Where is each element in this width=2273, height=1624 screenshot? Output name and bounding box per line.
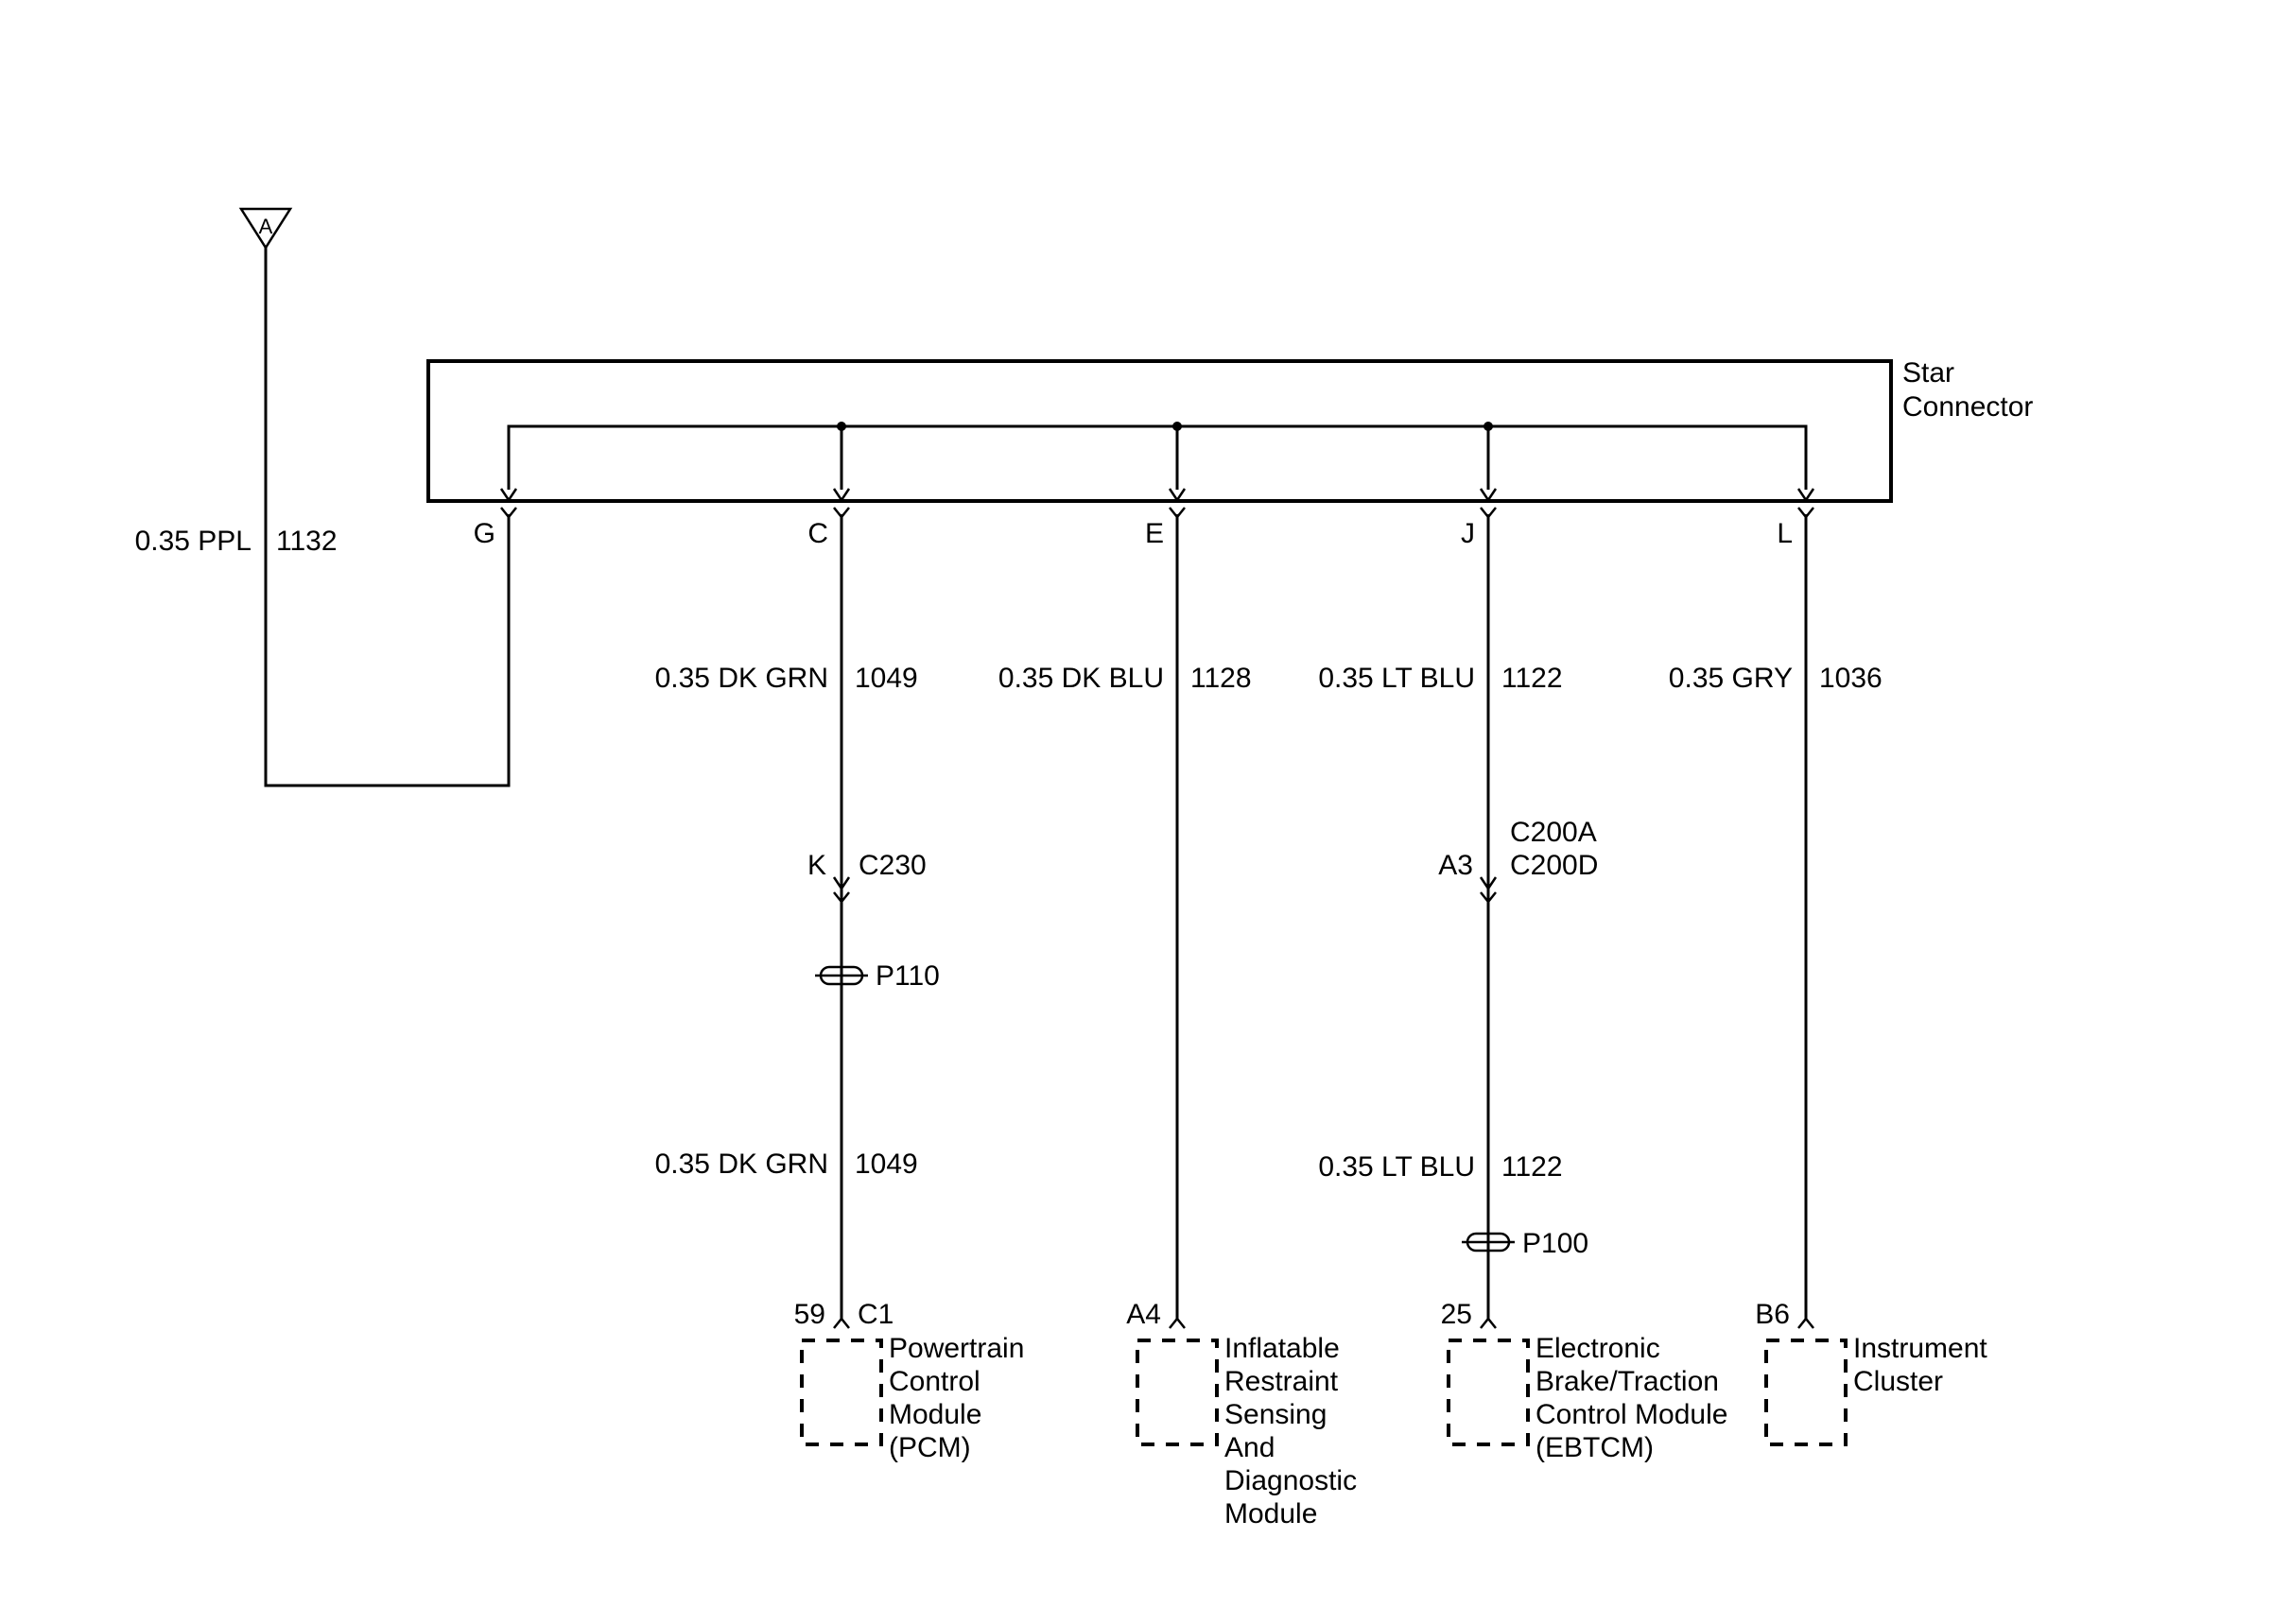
ebtcm-name-2: Brake/Traction [1536, 1366, 1719, 1397]
wire-1132 [264, 248, 511, 787]
star-connector-label-2: Connector [1902, 391, 2033, 423]
ipc-pin: B6 [1755, 1299, 1790, 1330]
module-instrument-cluster: B6 Instrument Cluster [1755, 1299, 1987, 1446]
offpage-connector-a: A [238, 207, 293, 251]
c230-pin: K [807, 850, 826, 881]
pin-l: L [1777, 518, 1793, 549]
wire-1122-circuit-2: 1122 [1501, 1151, 1563, 1183]
sdm-name-4: And [1224, 1432, 1275, 1463]
splice-dot [1172, 422, 1182, 431]
wire-1049-circuit-2: 1049 [855, 1149, 918, 1180]
wire-1122-circuit: 1122 [1501, 663, 1563, 694]
wire-1122-spec: 0.35 LT BLU [1318, 663, 1475, 694]
star-connector-label: Star [1902, 357, 1954, 389]
ipc-name-1: Instrument [1853, 1333, 1987, 1364]
inline-connector-c200 [1479, 876, 1498, 905]
wire-1132-circuit: 1132 [276, 526, 338, 557]
wire-1049-spec: 0.35 DK GRN [655, 663, 828, 694]
ebtcm-pin: 25 [1441, 1299, 1472, 1330]
module-sdm: A4 Inflatable Restraint Sensing And Diag… [1126, 1299, 1357, 1529]
star-bus [507, 424, 1808, 490]
inline-connector-c230 [832, 876, 851, 905]
wire-1128-spec: 0.35 DK BLU [998, 663, 1164, 694]
ebtcm-name-4: (EBTCM) [1536, 1432, 1654, 1463]
sdm-name-6: Module [1224, 1498, 1317, 1529]
pcm-name-1: Powertrain [889, 1333, 1024, 1364]
p110-label: P110 [876, 960, 940, 992]
c200-name-1: C200A [1510, 817, 1597, 848]
pcm-name-4: (PCM) [889, 1432, 971, 1463]
module-ebtcm: 25 Electronic Brake/Traction Control Mod… [1441, 1299, 1728, 1463]
ground-p110 [815, 965, 868, 986]
sdm-name-1: Inflatable [1224, 1333, 1340, 1364]
module-pin-symbols [833, 1316, 1814, 1329]
sdm-pin: A4 [1126, 1299, 1161, 1330]
sdm-name-5: Diagnostic [1224, 1465, 1357, 1496]
pin-j: J [1461, 518, 1475, 549]
module-pcm: 59 C1 Powertrain Control Module (PCM) [794, 1299, 1025, 1463]
wire-1049-spec-2: 0.35 DK GRN [655, 1149, 828, 1180]
ground-p100 [1462, 1232, 1515, 1253]
c200-pin: A3 [1438, 850, 1473, 881]
wire-1128-circuit: 1128 [1190, 663, 1252, 694]
star-connector-box [426, 359, 1893, 503]
ebtcm-name-3: Control Module [1536, 1399, 1727, 1430]
c230-name: C230 [859, 850, 927, 881]
p100-label: P100 [1522, 1228, 1588, 1259]
pin-c: C [807, 518, 828, 549]
ebtcm-name-1: Electronic [1536, 1333, 1660, 1364]
sdm-name-3: Sensing [1224, 1399, 1327, 1430]
wire-1122-spec-2: 0.35 LT BLU [1318, 1151, 1475, 1183]
pin-e: E [1145, 518, 1164, 549]
sdm-name-2: Restraint [1224, 1366, 1339, 1397]
ipc-name-2: Cluster [1853, 1366, 1943, 1397]
splice-dot [1484, 422, 1493, 431]
offpage-letter: A [259, 215, 273, 238]
wire-1036-spec: 0.35 GRY [1669, 663, 1793, 694]
pcm-pin: 59 [794, 1299, 825, 1330]
pin-g: G [474, 518, 495, 549]
pin-symbols [500, 507, 1814, 520]
c200-name-2: C200D [1510, 850, 1598, 881]
wire-1036-circuit: 1036 [1819, 663, 1883, 694]
wire-1132-spec: 0.35 PPL [135, 526, 252, 557]
splice-dot [837, 422, 846, 431]
pcm-connector: C1 [858, 1299, 894, 1330]
pcm-name-3: Module [889, 1399, 981, 1430]
wire-1049-circuit: 1049 [855, 663, 918, 694]
pcm-name-2: Control [889, 1366, 980, 1397]
